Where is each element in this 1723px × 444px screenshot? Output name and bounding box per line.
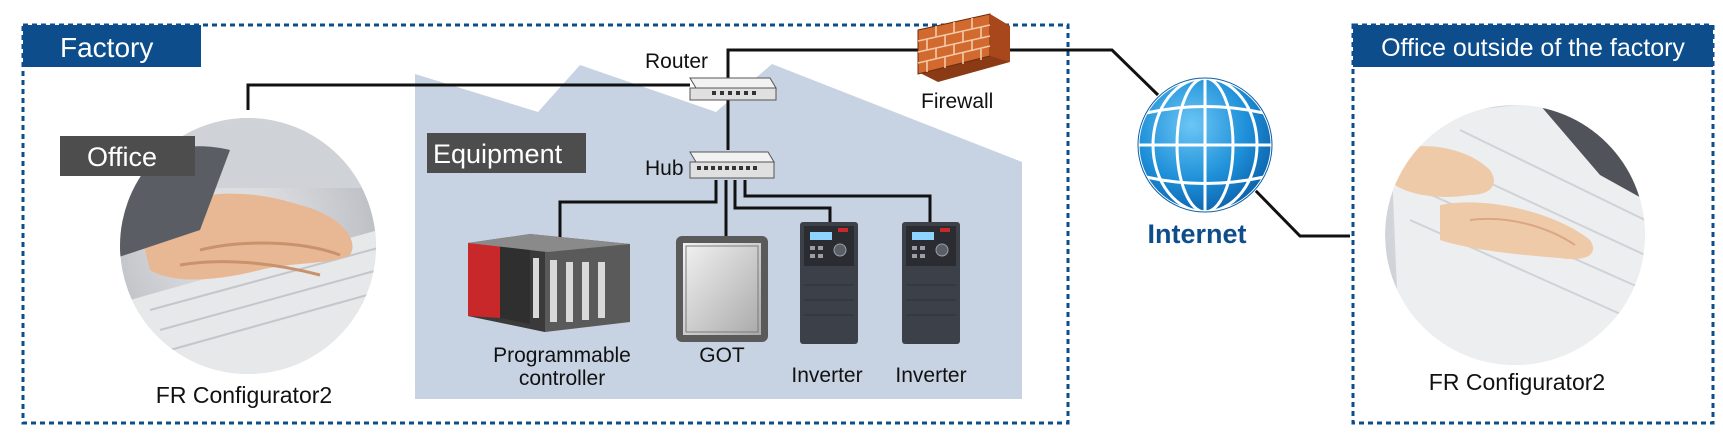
router-label: Router (645, 50, 708, 73)
line-router-firewall (726, 48, 925, 88)
line-internet-remote (1253, 188, 1350, 238)
remote-office-caption: FR Configurator2 (1429, 369, 1605, 395)
factory-title-tab (23, 25, 201, 67)
office-caption: FR Configurator2 (156, 382, 332, 408)
factory-title: Factory (60, 32, 153, 63)
office-label-box (60, 136, 195, 176)
remote-office-title: Office outside of the factory (1381, 34, 1685, 62)
line-office-router (246, 83, 690, 110)
hub-label: Hub (645, 157, 684, 180)
got-icon (676, 236, 768, 342)
equipment-label: Equipment (433, 139, 563, 169)
inverter-2-icon (902, 222, 960, 344)
hub-icon (689, 151, 775, 179)
inverter-2-label: Inverter (895, 364, 966, 387)
plc-label-line2: controller (519, 367, 605, 390)
plc-label-line1: Programmable (493, 344, 631, 367)
equipment-label-box (427, 133, 586, 173)
got-label: GOT (699, 344, 745, 367)
inverter-1-label: Inverter (791, 364, 862, 387)
firewall-icon (917, 13, 1010, 82)
connection-lines (246, 48, 1350, 244)
globe-icon (1136, 76, 1274, 214)
office-label: Office (87, 142, 157, 172)
remote-office-title-tab (1353, 25, 1713, 67)
firewall-label: Firewall (921, 90, 993, 113)
internet-label: Internet (1147, 219, 1246, 249)
line-firewall-internet (1005, 48, 1160, 97)
office-photo (120, 118, 376, 374)
plc-icon (468, 234, 630, 332)
line-hub-inv1 (733, 180, 832, 222)
inverter-1-icon (800, 222, 858, 344)
remote-office-photo (1385, 105, 1645, 365)
line-hub-inv2 (743, 180, 932, 222)
router-icon (689, 77, 777, 101)
factory-frame (21, 23, 1070, 425)
line-hub-plc (558, 180, 718, 243)
